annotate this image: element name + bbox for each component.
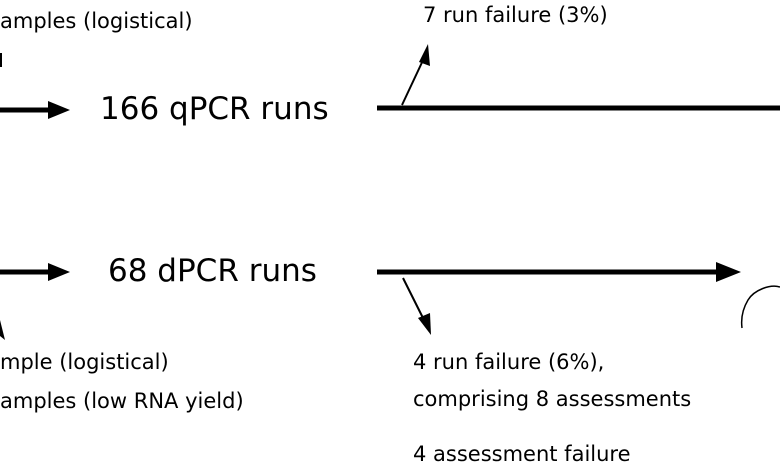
qpcr-failure-arrow	[401, 44, 430, 106]
dpcr-failure-arrow	[402, 277, 431, 335]
bottom-left-label-2: amples (low RNA yield)	[0, 389, 244, 413]
qpcr-input-arrow	[0, 101, 70, 119]
right-edge-curve	[740, 285, 780, 329]
top-left-label: amples (logistical)	[0, 9, 193, 33]
dpcr-main-arrow	[377, 262, 741, 282]
qpcr-failure-label: 7 run failure (3%)	[423, 3, 608, 27]
dpcr-input-arrow	[0, 263, 70, 281]
dpcr-runs-label: 68 dPCR runs	[108, 253, 317, 289]
bottom-left-label-1: mple (logistical)	[0, 350, 169, 374]
assessment-failure-label: 4 assessment failure	[413, 442, 631, 466]
dpcr-failure-label-1: 4 run failure (6%),	[413, 350, 605, 374]
qpcr-runs-label: 166 qPCR runs	[100, 91, 329, 127]
dpcr-failure-label-2: comprising 8 assessments	[413, 387, 692, 411]
bottom-left-arrow-fragment	[0, 320, 5, 340]
